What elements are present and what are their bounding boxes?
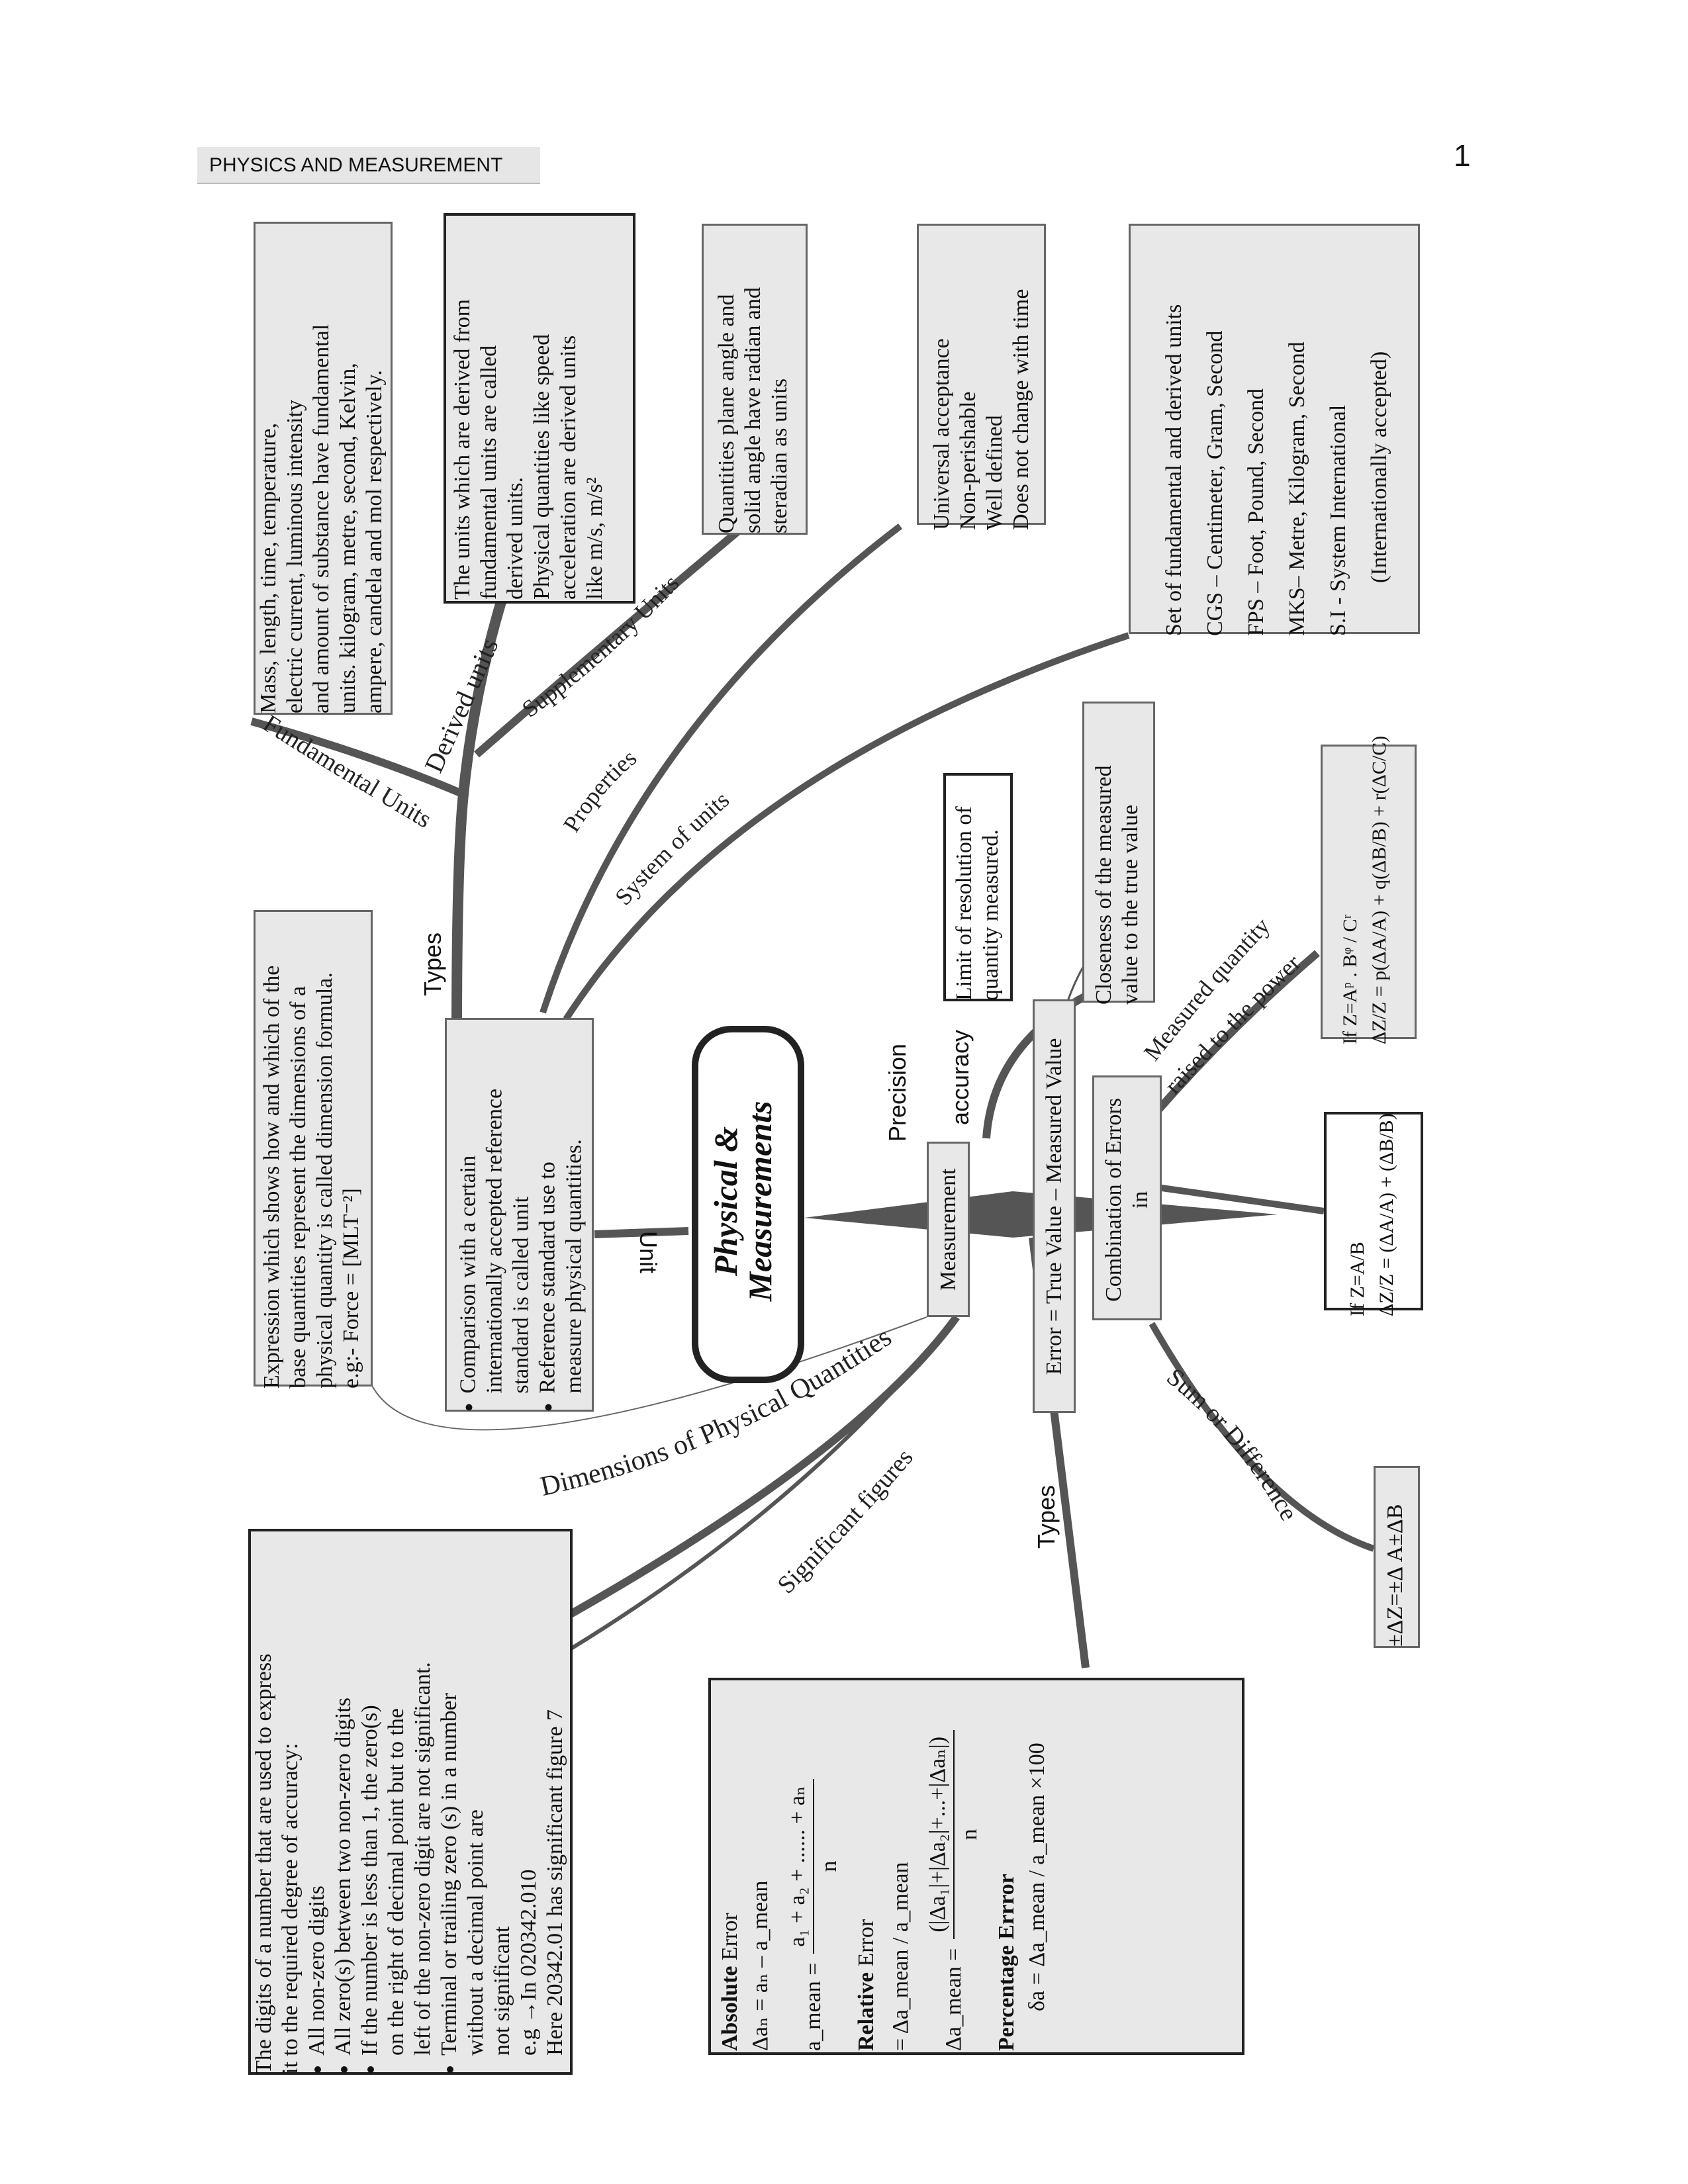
fundamental-units-box: Mass, length, time, temperature, electri… bbox=[254, 222, 393, 715]
branch-unit: Unit bbox=[635, 1231, 662, 1274]
branch-derived-units: Derived units bbox=[418, 634, 504, 777]
branch-precision: Precision bbox=[884, 1043, 911, 1142]
supplementary-units-box: Quantities plane angle and solid angle h… bbox=[702, 224, 808, 535]
dimension-formula-box: Expression which shows how and which of … bbox=[254, 910, 373, 1388]
absolute-error-title: Absolute bbox=[718, 1966, 742, 2051]
relative-error-eq: = Δa_mean / a_mean bbox=[888, 1862, 913, 2051]
derived-units-box: The units which are derived from fundame… bbox=[444, 213, 635, 604]
unit-definition-box: Comparison with a certain internationall… bbox=[445, 1018, 594, 1412]
percentage-error-title: Percentage Errror bbox=[994, 1874, 1019, 2051]
combination-of-errors-node: Combination of Errors in bbox=[1092, 1075, 1162, 1320]
central-title-line1: Physical & bbox=[707, 1126, 744, 1277]
relative-error-title: Relative bbox=[854, 1972, 878, 2051]
division-error-formula-box: If Z=A/B ΔZ/Z = (ΔA/A) + (ΔB/B) bbox=[1324, 1112, 1423, 1316]
header-title: PHYSICS AND MEASUREMENT bbox=[209, 154, 503, 176]
sum-error-formula-box: ±ΔZ=±Δ A±ΔB bbox=[1374, 1466, 1420, 1648]
measurement-node: Measurement bbox=[927, 1142, 970, 1317]
percentage-error-eq: δa = Δa_mean / a_mean ×100 bbox=[1025, 1743, 1049, 2011]
branch-types-top: Types bbox=[419, 932, 446, 996]
branch-accuracy: accuracy bbox=[947, 1029, 974, 1125]
branch-sum-or-difference: Sum or Difference bbox=[1161, 1363, 1303, 1525]
accuracy-definition-box: Closeness of the measured value to the t… bbox=[1082, 702, 1155, 1005]
error-types-box: Absolute Error Δaₙ = aₙ – a_mean a_mean … bbox=[708, 1678, 1244, 2055]
power-error-formula-box: If Z=Aᵖ . Bᵠ / Cʳ ΔZ/Z = p(ΔA/A) + q(ΔB/… bbox=[1321, 736, 1417, 1044]
error-definition-node: Error = True Value – Measured Value bbox=[1033, 999, 1076, 1413]
absolute-error-eq: Δaₙ = aₙ – a_mean bbox=[748, 1880, 773, 2051]
properties-box: Universal acceptance Non-perishable Well… bbox=[917, 224, 1046, 530]
page-number: 1 bbox=[1454, 138, 1471, 173]
branch-types-bottom: Types bbox=[1033, 1484, 1060, 1549]
system-of-units-box: Set of fundamental and derived units CGS… bbox=[1129, 224, 1420, 636]
central-title-line2: Measurements bbox=[741, 1101, 778, 1302]
significant-figures-box: The digits of a number that are used to … bbox=[248, 1529, 573, 2075]
central-node: Physical & Measurements bbox=[692, 1026, 804, 1383]
page-header: PHYSICS AND MEASUREMENT bbox=[197, 147, 540, 184]
resolution-box: Limit of resolution of quantity measured… bbox=[943, 773, 1013, 1001]
